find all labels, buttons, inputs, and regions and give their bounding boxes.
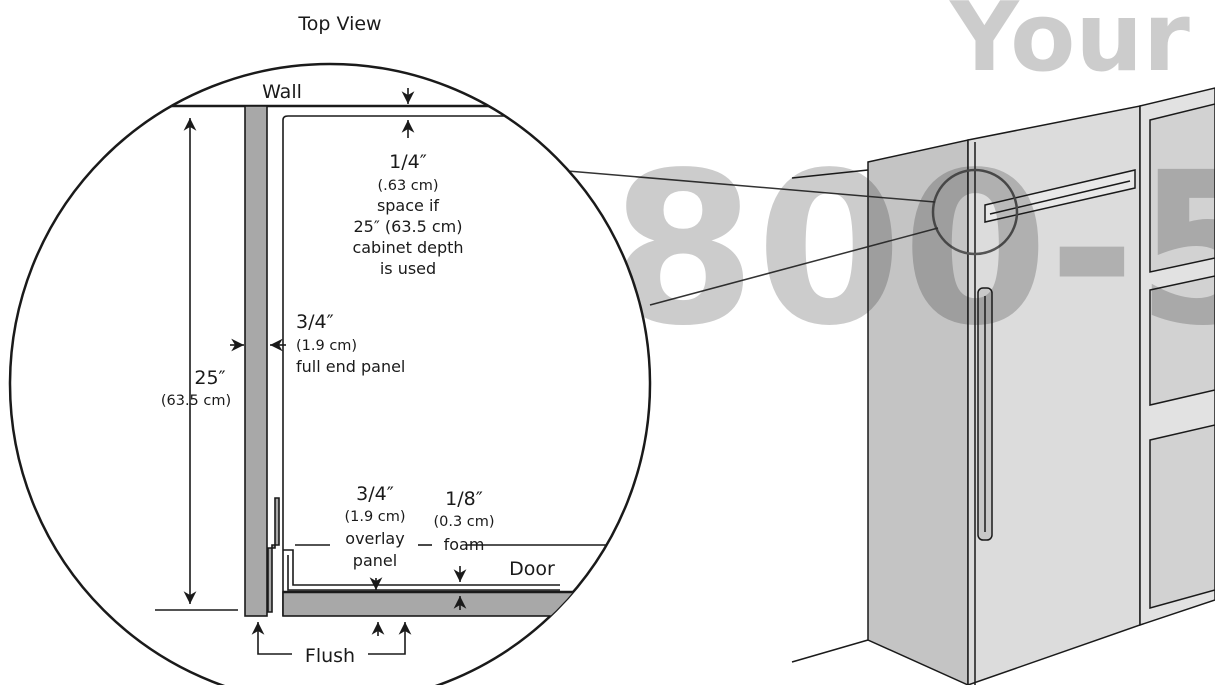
hinge-detail [267, 497, 280, 613]
counter-line-top [791, 169, 869, 179]
overlay-metric: (1.9 cm) [344, 509, 405, 525]
gap-line-2: space if [377, 196, 439, 215]
depth-value: 25″ [194, 367, 225, 389]
zoom-connector-top [531, 167, 936, 203]
zoom-connector-bottom [649, 227, 939, 306]
overlay-desc-1: overlay [345, 529, 404, 548]
view-title: Top View [297, 13, 381, 35]
counter-line-bottom [791, 639, 869, 663]
flush-bracket-right [368, 636, 406, 655]
cabinet-drawer-upper [1149, 103, 1215, 273]
cabinet-outline [282, 115, 650, 616]
detail-zoom-circle [931, 168, 1019, 256]
wall-label: Wall [262, 81, 302, 103]
door-label: Door [509, 558, 555, 580]
overlay-value: 3/4″ [356, 483, 394, 505]
end-panel [244, 105, 268, 617]
gap-line-5: is used [380, 259, 436, 278]
detail-circle [8, 62, 652, 689]
foam-metric: (0.3 cm) [433, 514, 494, 530]
depth-metric: (63.5 cm) [161, 393, 231, 409]
watermark: 800-5 Your [610, 0, 1215, 372]
grille-slot [984, 169, 1136, 223]
end-panel-desc: full end panel [296, 357, 405, 376]
refrigerator-illustration [531, 87, 1215, 687]
watermark-text-top: Your [949, 0, 1190, 93]
grille-inner [989, 180, 1131, 215]
end-panel-value: 3/4″ [296, 311, 334, 333]
gap-line-3: 25″ (63.5 cm) [354, 217, 463, 236]
gap-value: 1/4″ [389, 151, 427, 173]
gap-line-1: (.63 cm) [377, 178, 438, 194]
end-panel-metric: (1.9 cm) [296, 338, 357, 354]
foam-value: 1/8″ [445, 488, 483, 510]
fridge-body [283, 549, 560, 586]
gap-line-4: cabinet depth [352, 238, 463, 257]
watermark-text: 800-5 [610, 127, 1215, 372]
cabinet-drawer-middle [1149, 275, 1215, 406]
flush-label: Flush [305, 645, 355, 667]
foam-desc: foam [444, 535, 485, 554]
overlay-desc-2: panel [353, 551, 397, 570]
flush-bracket-left [257, 636, 292, 655]
overlay-panel [282, 591, 650, 617]
cabinet-drawer-lower [1149, 424, 1215, 609]
fridge-body-inner [287, 555, 560, 591]
